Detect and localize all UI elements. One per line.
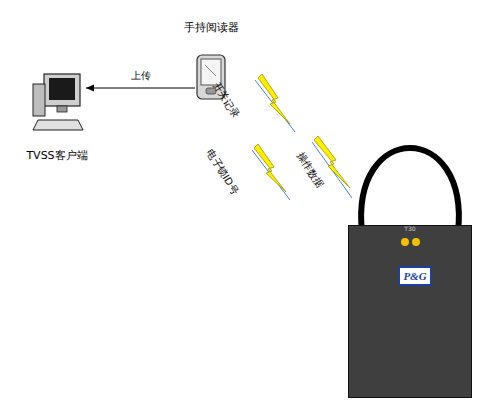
client-caption: TVSS客户端 — [26, 148, 87, 163]
signal-bolt — [312, 136, 352, 198]
bag-node: T30P&G — [348, 225, 472, 398]
bag-handle — [361, 148, 459, 232]
signal-bolt — [252, 144, 290, 200]
signal-bolt — [255, 74, 295, 132]
signal-label: 电子锁ID号 — [203, 147, 242, 197]
model-mark: T30 — [404, 225, 415, 232]
pc-node: TVSS客户端 — [30, 72, 84, 134]
edge-label: 上传 — [131, 69, 151, 83]
brand-logo-text: P&G — [403, 270, 426, 282]
logo-node: P&G — [398, 266, 432, 286]
bag-icon — [349, 226, 473, 399]
device-caption: 手持阅读器 — [184, 20, 239, 35]
pc-icon — [30, 72, 84, 134]
upload-arrow — [86, 85, 195, 92]
signal-label: 开关记录 — [209, 79, 242, 120]
